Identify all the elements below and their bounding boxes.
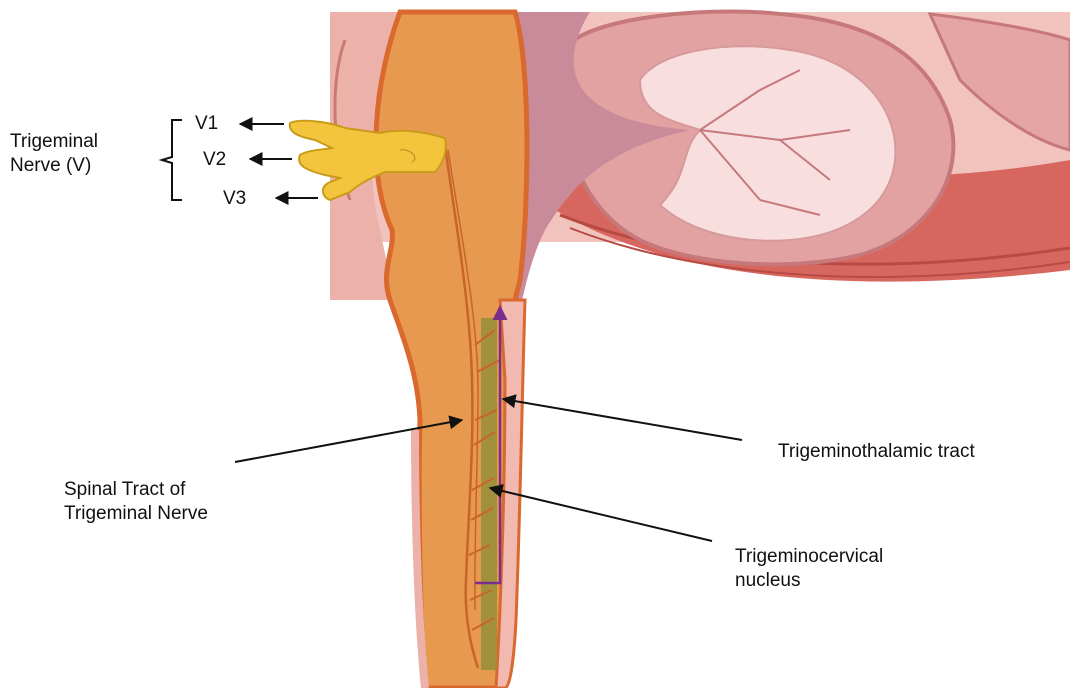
- trigeminothalamic-pointer: [503, 399, 742, 440]
- trigeminal-nerve-label: Trigeminal Nerve (V): [10, 130, 98, 178]
- branch-bracket: [162, 120, 182, 200]
- trigeminal-nerve-label-line1: Trigeminal: [10, 130, 98, 154]
- trigeminocervical-pointer: [490, 488, 712, 541]
- trigeminocervical-nucleus-label-line2: nucleus: [735, 569, 883, 593]
- v3-label: V3: [223, 187, 246, 211]
- trigeminocervical-nucleus-column: [481, 318, 497, 670]
- trigeminothalamic-tract-label: Trigeminothalamic tract: [778, 440, 975, 464]
- spinal-tract-label-line2: Trigeminal Nerve: [64, 502, 208, 526]
- trigeminal-nerve-label-line2: Nerve (V): [10, 154, 98, 178]
- trigeminocervical-nucleus-label: Trigeminocervical nucleus: [735, 545, 883, 593]
- spinal-tract-label: Spinal Tract of Trigeminal Nerve: [64, 478, 208, 526]
- spinal-tract-label-line1: Spinal Tract of: [64, 478, 208, 502]
- v1-label: V1: [195, 112, 218, 136]
- trigeminocervical-nucleus-label-line1: Trigeminocervical: [735, 545, 883, 569]
- v2-label: V2: [203, 148, 226, 172]
